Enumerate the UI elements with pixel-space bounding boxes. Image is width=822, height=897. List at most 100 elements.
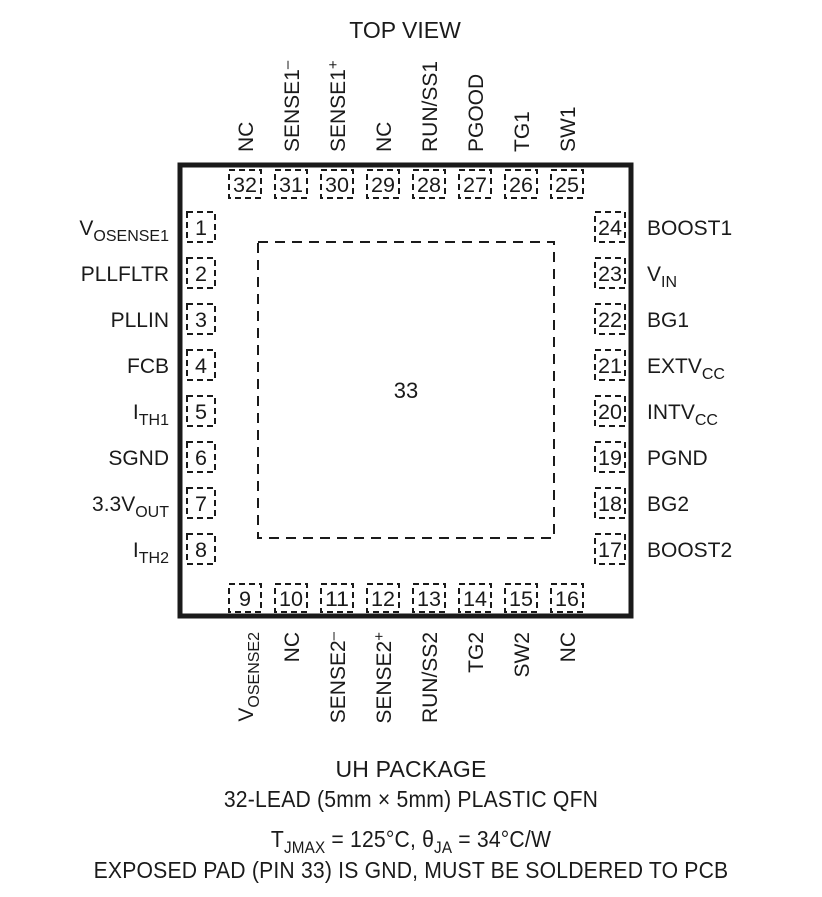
pin-number-9: 9 <box>239 588 251 611</box>
theta-subscript: JA <box>434 837 453 857</box>
tjmax-subscript: JMAX <box>283 837 326 857</box>
pin-pad-28 <box>412 169 446 199</box>
pin-pad-32 <box>228 169 262 199</box>
pin-pad-14 <box>458 583 492 613</box>
pin-label-10-text: NC <box>281 632 304 662</box>
pin-label-5: ITH1 <box>133 401 169 429</box>
pin-pad-31 <box>274 169 308 199</box>
pin-label-14: TG2 <box>465 632 488 673</box>
pin-pad-8 <box>186 533 216 565</box>
pin-number-8: 8 <box>195 539 207 562</box>
pin-number-27: 27 <box>463 174 487 197</box>
pin-pad-3 <box>186 303 216 335</box>
pin-19: 19 PGND <box>594 441 708 473</box>
pin-label-16-text: NC <box>557 632 580 662</box>
pin-22: 22 BG1 <box>594 303 689 335</box>
pin-label-24: BOOST1 <box>647 217 732 240</box>
exposed-pad-note: EXPOSED PAD (PIN 33) IS GND, MUST BE SOL… <box>93 857 729 883</box>
pin-label-25-text: SW1 <box>557 106 580 152</box>
pin-pad-26 <box>504 169 538 199</box>
pin-number-12: 12 <box>371 588 395 611</box>
pin-pad-9 <box>228 583 262 613</box>
pin-32: 32 NC <box>228 122 262 199</box>
pin-number-4: 4 <box>195 355 207 378</box>
pin-label-20-text: INTV <box>647 401 695 424</box>
pin-number-19: 19 <box>598 447 622 470</box>
pin-number-7: 7 <box>195 493 207 516</box>
pin-24: 24 BOOST1 <box>594 211 732 243</box>
pin-label-1-text: V <box>79 217 93 240</box>
pin-pad-25 <box>550 169 584 199</box>
pin-label-29-text: NC <box>373 122 396 152</box>
pin-label-24-text: BOOST1 <box>647 217 732 240</box>
pin-pad-27 <box>458 169 492 199</box>
pin-label-28: RUN/SS1 <box>419 61 442 152</box>
pin-pad-23 <box>594 257 626 289</box>
pin-label-30-text: SENSE1 <box>327 69 350 152</box>
pin-label-19-text: PGND <box>647 447 708 470</box>
pin-pad-29 <box>366 169 400 199</box>
pin-label-7-subscript: OUT <box>135 504 169 521</box>
pin-label-6: SGND <box>108 447 169 470</box>
tjmax-symbol: T <box>270 826 284 852</box>
pin-label-9-subscript: OSENSE2 <box>246 632 263 708</box>
pin-7: 7 3.3VOUT <box>92 487 216 521</box>
pin-pad-1 <box>186 211 216 243</box>
thermal-specs: TJMAX = 125°C, θJA = 34°C/W <box>33 826 789 857</box>
pin-label-15-text: SW2 <box>511 632 534 678</box>
pin-label-15: SW2 <box>511 632 534 678</box>
package-name: UH PACKAGE <box>335 756 487 782</box>
pin-number-32: 32 <box>233 174 257 197</box>
pin-pad-24 <box>594 211 626 243</box>
pin-label-3: PLLIN <box>111 309 169 332</box>
pin-pad-19 <box>594 441 626 473</box>
pin-label-8: ITH2 <box>133 539 169 567</box>
pin-label-12: SENSE2+ <box>371 632 396 724</box>
pin-pad-2 <box>186 257 216 289</box>
exposed-pad-outline <box>257 241 555 539</box>
pin-label-3-text: PLLIN <box>111 309 169 332</box>
pin-number-26: 26 <box>509 174 533 197</box>
pin-pad-11 <box>320 583 354 613</box>
exposed-pad-number: 33 <box>394 378 418 403</box>
pin-label-32: NC <box>235 122 258 152</box>
pin-label-21-text: EXTV <box>647 355 702 378</box>
pin-label-17-text: BOOST2 <box>647 539 732 562</box>
pin-label-22-text: BG1 <box>647 309 689 332</box>
pin-number-24: 24 <box>598 217 622 240</box>
pin-label-4: FCB <box>127 355 169 378</box>
pin-label-7-text: 3.3V <box>92 493 135 516</box>
pin-number-22: 22 <box>598 309 622 332</box>
pin-4: 4 FCB <box>127 349 216 381</box>
pin-pad-18 <box>594 487 626 519</box>
pin-label-27: PGOOD <box>465 74 488 152</box>
pin-label-12-superscript: + <box>371 632 388 641</box>
pin-label-14-text: TG2 <box>465 632 488 673</box>
pin-pad-12 <box>366 583 400 613</box>
pin-label-5-subscript: TH1 <box>139 412 169 429</box>
pin-number-18: 18 <box>598 493 622 516</box>
pin-label-4-text: FCB <box>127 355 169 378</box>
pin-label-18-text: BG2 <box>647 493 689 516</box>
pin-label-8-subscript: TH2 <box>139 550 169 567</box>
pin-label-21-subscript: CC <box>702 366 725 383</box>
pin-label-6-text: SGND <box>108 447 169 470</box>
pin-label-23-subscript: IN <box>661 274 677 291</box>
pin-label-13: RUN/SS2 <box>419 632 442 723</box>
pin-number-10: 10 <box>279 588 303 611</box>
view-label: TOP VIEW <box>349 17 461 43</box>
pin-pad-22 <box>594 303 626 335</box>
pin-label-26: TG1 <box>511 111 534 152</box>
pin-label-25: SW1 <box>557 106 580 152</box>
pin-number-30: 30 <box>325 174 349 197</box>
